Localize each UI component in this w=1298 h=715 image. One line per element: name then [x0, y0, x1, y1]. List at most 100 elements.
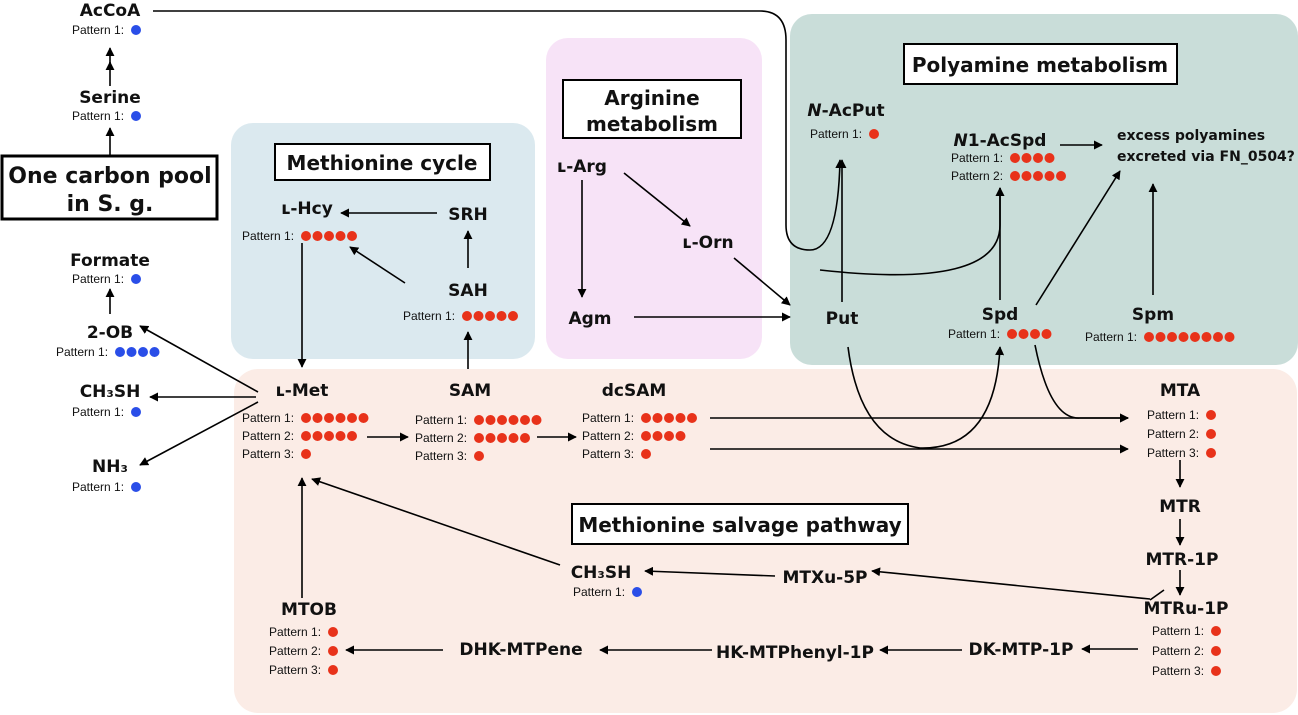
sam-pattern-label: Pattern 1: [415, 413, 467, 427]
ob-pattern-dot [115, 347, 125, 357]
formate-pattern-label: Pattern 1: [72, 272, 124, 286]
accoa-pattern-dot [131, 25, 141, 35]
dcsam-label: dcSAM [602, 381, 667, 401]
sam-label: SAM [449, 381, 491, 401]
hcy-pattern-dot [335, 231, 346, 241]
metabolite-labels: AcCoA Serine Formate 2-OB CH₃SH NH₃ ʟ-Hc… [70, 1, 1295, 663]
mta-pattern-dot [1206, 429, 1216, 439]
sam-pattern-dot [497, 415, 507, 425]
dcsam-pattern-dot [664, 413, 674, 423]
sam-pattern-dot [508, 433, 519, 443]
sah-pattern-label: Pattern 1: [403, 309, 455, 323]
one-carbon-box [0, 154, 219, 221]
ob-pattern-dot [126, 347, 137, 357]
mtob-pattern-label: Pattern 1: [269, 625, 321, 639]
spm-pattern-dot [1201, 332, 1212, 342]
methionine-cycle-title-box [274, 143, 491, 181]
spd-pattern-dot [1041, 329, 1052, 339]
sam-pattern-dot [520, 433, 530, 443]
nh3-pattern-label: Pattern 1: [72, 480, 124, 494]
spm-pattern-dot [1213, 332, 1223, 342]
dcsam-pattern-label: Pattern 2: [582, 429, 634, 443]
mtob-label: MTOB [281, 600, 337, 620]
methionine-cycle-region [231, 123, 535, 359]
sam-pattern-dot [508, 415, 519, 425]
spm-pattern-dot [1224, 332, 1235, 342]
mtob-pattern-label: Pattern 3: [269, 663, 321, 677]
sam-pattern-dot [485, 415, 496, 425]
serine-label: Serine [79, 88, 141, 108]
met-label: ʟ-Met [276, 381, 329, 401]
acspd-pattern-dot [1033, 153, 1043, 163]
dcsam-pattern-dot [652, 431, 663, 441]
ob-pattern-dot [149, 347, 160, 357]
mtru1p-pattern-dot [1211, 666, 1221, 676]
salvage-title-box [571, 503, 909, 545]
met-pattern-dot [347, 413, 357, 423]
dcsam-pattern-dot [675, 431, 686, 441]
met-pattern-dot [335, 431, 346, 441]
mtxu5p-label: MTXu-5P [782, 568, 867, 588]
arrows [105, 10, 1185, 655]
sah-pattern-dot [496, 311, 507, 321]
met-pattern-label: Pattern 2: [242, 429, 294, 443]
sah-label: SAH [448, 281, 488, 301]
mta-pattern-label: Pattern 1: [1147, 408, 1199, 422]
spm-pattern-dot [1167, 332, 1177, 342]
met-pattern-dot [335, 413, 346, 423]
excess-note-line1: excess polyamines [1117, 128, 1265, 144]
dcsam-pattern-dot [641, 431, 651, 441]
met-pattern-dot [312, 431, 323, 441]
sam-pattern-dot [485, 433, 496, 443]
spm-pattern-dot [1178, 332, 1189, 342]
spm-label: Spm [1132, 305, 1174, 325]
hcy-label: ʟ-Hcy [281, 199, 333, 219]
mtru1p-pattern-label: Pattern 3: [1152, 664, 1204, 678]
sam-pattern-dot [497, 433, 507, 443]
excess-note-line2: excreted via FN_0504? [1117, 149, 1295, 165]
sah-pattern-dot [473, 311, 484, 321]
orn-label: ʟ-Orn [682, 233, 733, 253]
met-pattern-dot [324, 413, 334, 423]
met-pattern-dot [301, 431, 311, 441]
methionine-cycle-title: Methionine cycle [287, 151, 478, 175]
dcsam-pattern-dot [664, 431, 674, 441]
spd-pattern-label: Pattern 1: [948, 327, 1000, 341]
met-pattern-dot [358, 413, 369, 423]
dcsam-pattern-label: Pattern 3: [582, 447, 634, 461]
ch3sh-left-label: CH₃SH [80, 382, 141, 402]
agm-label: Agm [568, 309, 611, 329]
accoa-pattern-label: Pattern 1: [72, 23, 124, 37]
accoa-label: AcCoA [80, 1, 141, 21]
acspd-pattern-dot [1044, 153, 1055, 163]
ch3sh_left-pattern-label: Pattern 1: [72, 405, 124, 419]
serine-pattern-label: Pattern 1: [72, 109, 124, 123]
acspd-pattern-dot [1056, 171, 1066, 181]
spm-pattern-label: Pattern 1: [1085, 330, 1137, 344]
salvage-title: Methionine salvage pathway [578, 513, 901, 537]
hcy-pattern-label: Pattern 1: [242, 229, 294, 243]
dk-mtp-label: DK-MTP-1P [969, 640, 1074, 660]
acspd-pattern-dot [1021, 171, 1032, 181]
mtru1p-pattern-dot [1211, 626, 1221, 636]
arginine-title-box [562, 79, 742, 139]
dcsam-pattern-dot [652, 413, 663, 423]
mtob-pattern-label: Pattern 2: [269, 644, 321, 658]
spd-pattern-dot [1018, 329, 1029, 339]
met-pattern-dot [301, 449, 311, 459]
ob-pattern-dot [138, 347, 148, 357]
dcsam-pattern-dot [641, 449, 651, 459]
mtr-label: MTR [1159, 497, 1201, 517]
hcy-pattern-dot [301, 231, 311, 241]
nh3-label: NH₃ [92, 457, 128, 477]
mtru1p-pattern-label: Pattern 2: [1152, 644, 1204, 658]
sah-pattern-dot [462, 311, 472, 321]
n-acput-label: N-AcPut [807, 101, 884, 121]
one-carbon-line1: One carbon pool [8, 164, 211, 189]
acput-pattern-dot [869, 129, 879, 139]
met-pattern-dot [312, 413, 323, 423]
arg-label: ʟ-Arg [557, 157, 607, 177]
dcsam-pattern-dot [675, 413, 686, 423]
hk-mtphenyl-label: HK-MTPhenyl-1P [716, 643, 874, 663]
